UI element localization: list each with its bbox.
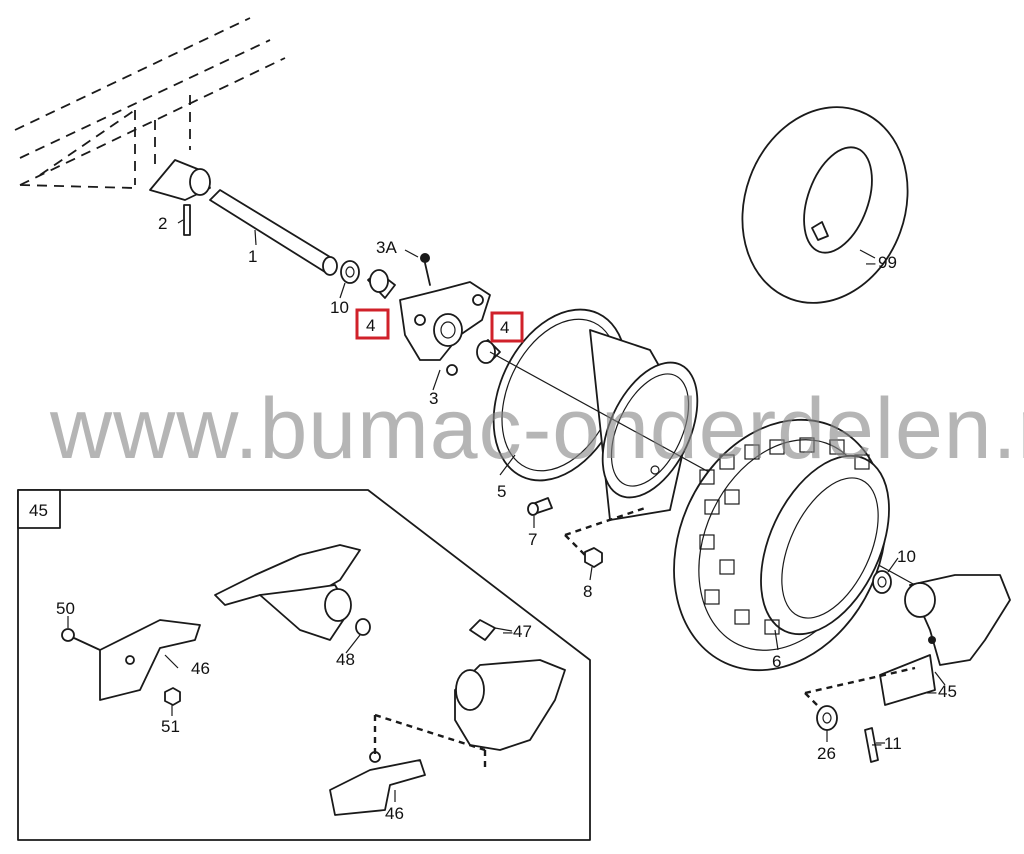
part-labels: 2 1 10 4 4 3A 3 5 7 8 6 10 99 45 26 11 4… [29, 214, 957, 823]
label-part-26: 26 [817, 744, 836, 763]
inset-plate-46-upper [99, 619, 201, 701]
label-part-47: 47 [513, 622, 532, 641]
highlight-boxes [355, 308, 524, 343]
label-part-10-left: 10 [330, 298, 349, 317]
rim-part-5 [492, 308, 699, 521]
label-part-4-left: 4 [366, 316, 375, 335]
label-part-2: 2 [158, 214, 167, 233]
deck-frame-outline [14, 17, 286, 189]
highlight-box-left [355, 308, 390, 340]
inset-bolt-50 [61, 628, 101, 651]
label-part-5: 5 [497, 482, 506, 501]
label-part-48: 48 [336, 650, 355, 669]
hub-part-3 [399, 281, 491, 376]
label-part-6: 6 [772, 652, 781, 671]
washer-part-10 [340, 260, 360, 284]
label-part-46-upper: 46 [191, 659, 210, 678]
label-part-8: 8 [583, 582, 592, 601]
highlight-box-right [490, 311, 524, 343]
label-part-50: 50 [56, 599, 75, 618]
inset-nut-51 [164, 687, 181, 706]
bushing-part-4-right [476, 339, 501, 364]
label-part-4-right: 4 [500, 318, 509, 337]
inset-panel-45 [17, 489, 591, 841]
label-dash-11: – [872, 734, 882, 753]
label-part-3a: 3A [376, 238, 397, 257]
grease-fitting-part-3a [420, 253, 431, 286]
label-part-46-lower: 46 [385, 804, 404, 823]
label-part-99: 99 [878, 253, 897, 272]
label-part-1: 1 [248, 247, 257, 266]
inset-plate-46-lower [329, 713, 487, 816]
label-part-7: 7 [528, 530, 537, 549]
fork-part-45-right [804, 574, 1011, 709]
axle-part-1 [209, 189, 338, 276]
axle-bracket [149, 159, 211, 201]
nut-part-8 [564, 506, 646, 568]
washer-part-10-right [872, 570, 892, 594]
inner-tube-part-99 [741, 106, 909, 304]
pin-part-11 [864, 727, 879, 763]
label-part-10-right: 10 [897, 547, 916, 566]
label-part-11: 11 [884, 734, 902, 753]
valve-part-7 [527, 497, 553, 516]
label-dash-45: – [927, 682, 937, 701]
label-dash-99: – [866, 253, 876, 272]
inset-bracket-48 [214, 544, 371, 641]
bushing-part-4-left [367, 269, 396, 299]
label-part-45: 45 [938, 682, 957, 701]
label-inset-45: 45 [29, 501, 48, 520]
washer-part-26 [816, 705, 838, 731]
label-part-3: 3 [429, 389, 438, 408]
pin-part-2 [183, 204, 191, 236]
label-dash-47: – [503, 622, 513, 641]
inset-fork-47 [454, 619, 566, 751]
leader-lines [67, 219, 946, 802]
label-part-51: 51 [161, 717, 180, 736]
tire-part-6 [673, 418, 890, 672]
